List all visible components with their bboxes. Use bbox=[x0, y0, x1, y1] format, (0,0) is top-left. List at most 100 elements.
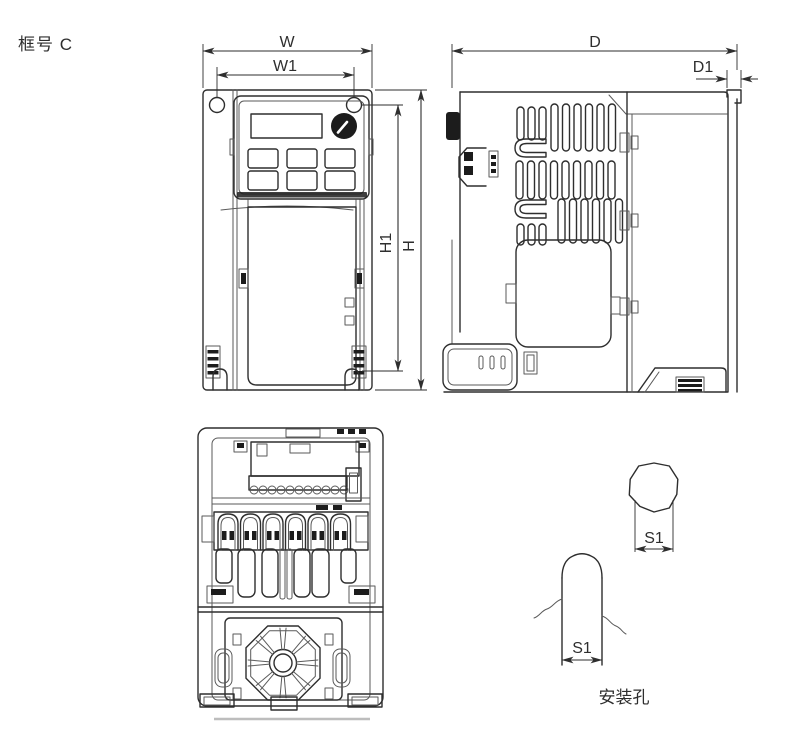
fan-spoke bbox=[279, 627, 283, 651]
front-cover bbox=[220, 199, 365, 386]
keypad-button bbox=[324, 170, 356, 191]
cover-knockout-1 bbox=[344, 297, 355, 308]
side-bottom-connector bbox=[442, 343, 538, 391]
keypad-button bbox=[247, 148, 279, 169]
frame-number-label: 框号 C bbox=[18, 35, 73, 54]
terminal-arch bbox=[217, 513, 239, 551]
nameplate-tab-right bbox=[610, 296, 621, 315]
terminal-tooth bbox=[267, 485, 277, 495]
clamp-finger-short bbox=[215, 548, 233, 584]
keypad-display bbox=[250, 113, 323, 139]
fan-spoke bbox=[247, 659, 271, 663]
dimension-d1: D1 bbox=[693, 59, 758, 88]
clamp-finger bbox=[261, 548, 279, 598]
side-foot-bracket bbox=[637, 367, 727, 393]
cable-clamp-fingers bbox=[215, 548, 357, 600]
vent-slot bbox=[568, 198, 578, 244]
top-handle bbox=[285, 428, 321, 438]
fan-section bbox=[214, 617, 351, 711]
nameplate-area bbox=[515, 239, 612, 348]
power-terminal-block bbox=[201, 511, 369, 551]
section-divider bbox=[197, 606, 384, 613]
front-bottom-details bbox=[205, 345, 367, 391]
terminal-tooth bbox=[339, 485, 349, 495]
clamp-divider bbox=[279, 548, 286, 600]
terminal-tooth bbox=[312, 485, 322, 495]
vent-slot bbox=[538, 223, 547, 246]
vent-slot bbox=[584, 103, 594, 152]
terminal-screw bbox=[244, 531, 249, 540]
corner-ears bbox=[233, 440, 370, 453]
keypad-bottom-band bbox=[237, 192, 367, 198]
dimension-h1: H1 bbox=[362, 104, 403, 372]
terminal-screw bbox=[274, 531, 279, 540]
dim-d1-label: D1 bbox=[693, 59, 714, 76]
dimension-w: W bbox=[202, 34, 373, 88]
fan-spoke bbox=[255, 640, 274, 655]
terminal-screw bbox=[222, 531, 227, 540]
clamp-divider bbox=[286, 548, 293, 600]
side-front-details bbox=[446, 112, 499, 187]
terminal-tooth bbox=[285, 485, 295, 495]
knob-side-profile bbox=[446, 112, 460, 140]
fan-spoke bbox=[291, 672, 306, 691]
terminal-arch-inner bbox=[333, 517, 348, 551]
dim-s1-top-label: S1 bbox=[644, 530, 664, 547]
cover-knockout-2 bbox=[344, 315, 355, 326]
mounting-hole-circle-detail: S1 bbox=[628, 462, 679, 553]
vent-slot bbox=[515, 160, 524, 200]
bottom-feet bbox=[199, 693, 383, 708]
side-view-drawing: D D1 bbox=[442, 34, 758, 393]
mounting-hole-top-left bbox=[208, 96, 226, 114]
dim-h-label: H bbox=[401, 240, 418, 252]
bottom-body-outline bbox=[197, 427, 384, 707]
fan-spoke bbox=[283, 627, 287, 651]
terminal-arch-inner bbox=[243, 517, 258, 551]
vent-slot bbox=[607, 160, 616, 200]
nameplate-tab-left bbox=[505, 283, 517, 304]
keypad-left-tab bbox=[229, 138, 235, 156]
front-right-flange bbox=[359, 199, 365, 391]
dim-h1-label: H1 bbox=[378, 233, 395, 254]
break-line-left bbox=[533, 598, 563, 619]
vent-slot bbox=[573, 103, 582, 152]
clamp-finger bbox=[311, 548, 330, 598]
fan-spoke bbox=[295, 659, 319, 663]
fan-hub-outer bbox=[268, 648, 298, 678]
slot-dome bbox=[561, 553, 603, 579]
terminal-screw bbox=[312, 531, 317, 540]
mounting-hole-top-right bbox=[345, 96, 363, 114]
vent-slot bbox=[516, 223, 525, 246]
terminal-tooth bbox=[303, 485, 313, 495]
vent-slot bbox=[584, 160, 593, 200]
cover-latch-left bbox=[238, 268, 249, 289]
clamp-corner-feet bbox=[206, 585, 376, 604]
keypad-buttons bbox=[247, 148, 356, 191]
vent-slot bbox=[557, 198, 566, 244]
dim-s1-slot-label: S1 bbox=[572, 640, 592, 657]
vent-slot bbox=[538, 160, 547, 200]
fan-spoke bbox=[292, 671, 311, 686]
mounting-hole-circle bbox=[628, 462, 679, 513]
vent-c-channel-1 bbox=[514, 138, 547, 158]
vent-slot bbox=[603, 198, 612, 244]
bottom-notch-right bbox=[344, 368, 360, 391]
rj45-port bbox=[345, 467, 362, 502]
vent-slot bbox=[527, 223, 536, 246]
dim-d-label: D bbox=[589, 34, 601, 51]
front-left-flange bbox=[232, 89, 238, 391]
vent-c-channel-2 bbox=[514, 199, 547, 219]
terminal-screw bbox=[289, 531, 294, 540]
vent-slot bbox=[595, 160, 605, 200]
vent-slot bbox=[538, 106, 547, 141]
terminal-screw bbox=[342, 531, 347, 540]
vent-slot bbox=[580, 198, 589, 244]
terminal-tooth bbox=[249, 485, 259, 495]
fan-spoke bbox=[279, 675, 283, 699]
dimension-h: H bbox=[375, 89, 427, 391]
fan-octagon-inner bbox=[250, 630, 316, 696]
mounting-hole-slot-detail: S1 安装孔 bbox=[533, 553, 650, 707]
clamp-finger-short bbox=[340, 548, 357, 584]
dim-w-label: W bbox=[279, 34, 295, 51]
vent-slot bbox=[591, 198, 601, 244]
